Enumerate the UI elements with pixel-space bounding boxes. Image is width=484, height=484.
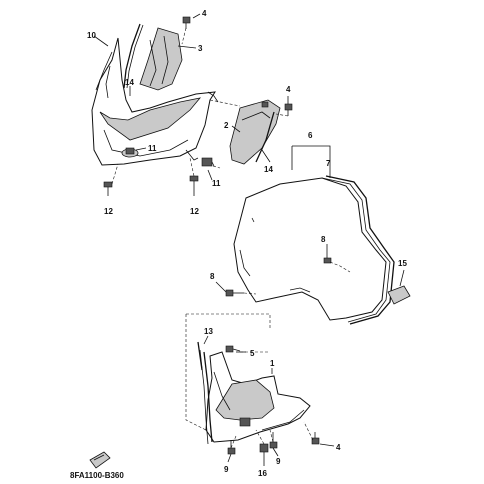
callout-10: 10	[87, 31, 96, 40]
grommet-part-16	[259, 443, 269, 453]
callout-8-right: 8	[321, 235, 326, 244]
screw-part-12-right	[189, 175, 199, 196]
callouts: 4 10 3 14 4 2 11 6 7 14 11 12 12 8 8 15 …	[87, 9, 407, 478]
callout-6: 6	[308, 131, 313, 140]
inner-panel-part-3	[139, 27, 183, 91]
callout-16: 16	[258, 469, 267, 478]
screw-part-12-left	[103, 181, 113, 196]
side-panel-part-2	[229, 99, 281, 165]
callout-11-right: 11	[212, 179, 221, 188]
callout-3: 3	[198, 44, 203, 53]
upper-cowling-part-10	[91, 37, 219, 166]
diagram-code: 8FA1100-B360	[70, 471, 124, 480]
lower-cowling-part-1	[199, 349, 311, 445]
callout-7: 7	[326, 159, 331, 168]
callout-4-top: 4	[202, 9, 207, 18]
screw-part-8-right	[323, 249, 332, 264]
screw-part-5	[225, 345, 241, 353]
assembly-lines	[111, 27, 351, 449]
bolt-part-4-mid	[284, 103, 293, 116]
leader-lines	[93, 13, 405, 466]
callout-12-left: 12	[104, 207, 113, 216]
bolt-part-4-top	[182, 16, 191, 29]
trim-strip-part-13	[197, 341, 203, 371]
callout-9-right: 9	[276, 457, 281, 466]
callout-14-lower: 14	[264, 165, 273, 174]
callout-5: 5	[250, 349, 255, 358]
callout-15: 15	[398, 259, 407, 268]
callout-1: 1	[270, 359, 275, 368]
callout-2: 2	[224, 121, 229, 130]
bolt-part-4-lower	[311, 432, 320, 445]
callout-13: 13	[204, 327, 213, 336]
callout-8-left: 8	[210, 272, 215, 281]
callout-11-left: 11	[148, 144, 157, 153]
callout-4-mid: 4	[286, 85, 291, 94]
screw-part-9-left	[227, 440, 236, 455]
screw-part-8-left	[225, 289, 244, 297]
callout-12-right: 12	[190, 207, 199, 216]
callout-14-upper: 14	[125, 78, 134, 87]
decal-part-15	[387, 285, 411, 305]
callout-9-left: 9	[224, 465, 229, 474]
callout-4-lower: 4	[336, 443, 341, 452]
trim-strip-part-14-upper	[123, 23, 144, 89]
screw-part-9-right	[269, 432, 278, 449]
clip-part-11-right	[201, 157, 215, 167]
clip-part-11-left	[125, 147, 135, 155]
windscreen-part-6-7	[233, 175, 395, 325]
code-tag-icon	[89, 451, 111, 469]
